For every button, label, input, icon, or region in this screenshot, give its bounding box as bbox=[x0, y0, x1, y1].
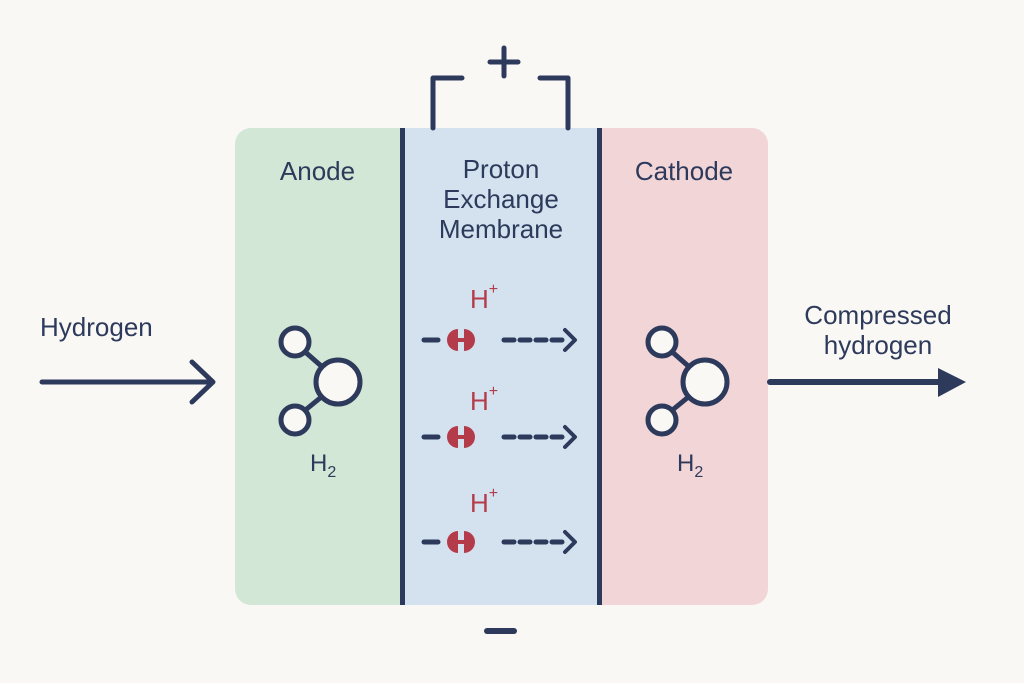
input-arrow-icon bbox=[39, 359, 216, 405]
circuit-wire bbox=[430, 75, 571, 131]
proton-transport-row bbox=[421, 530, 577, 554]
proton-label: H+ bbox=[470, 383, 499, 417]
membrane-label-line: Exchange bbox=[443, 184, 559, 214]
proton-charge: + bbox=[488, 485, 499, 503]
proton-symbol: H bbox=[470, 386, 489, 416]
membrane-region bbox=[402, 128, 600, 605]
molecule-symbol: H bbox=[310, 450, 328, 477]
cathode-h2-molecule-icon bbox=[645, 325, 730, 437]
output-arrowhead-icon bbox=[938, 368, 966, 397]
proton-charge: + bbox=[488, 281, 499, 299]
proton-transport-row bbox=[421, 425, 577, 449]
proton-bar-icon bbox=[456, 435, 466, 439]
membrane-label: Proton Exchange Membrane bbox=[402, 154, 600, 244]
cathode-region bbox=[600, 128, 768, 605]
cathode-molecule-label: H2 bbox=[677, 450, 703, 482]
molecule-symbol: H bbox=[677, 450, 695, 477]
membrane-label-line: Membrane bbox=[438, 214, 564, 244]
proton-transport-row bbox=[421, 328, 577, 352]
proton-bar-icon bbox=[456, 338, 466, 342]
proton-left-half-icon bbox=[447, 426, 458, 448]
proton-left-half-icon bbox=[447, 531, 458, 553]
cathode-label: Cathode bbox=[634, 156, 734, 186]
proton-bar-icon bbox=[456, 540, 466, 544]
proton-charge: + bbox=[488, 383, 499, 401]
output-label-line: Compressed bbox=[804, 300, 952, 330]
anode-molecule-label: H2 bbox=[310, 450, 336, 482]
dashed-arrow-head-icon bbox=[563, 425, 577, 449]
output-label-line: hydrogen bbox=[823, 330, 933, 360]
proton-right-half-icon bbox=[464, 329, 475, 351]
proton-symbol: H bbox=[470, 284, 489, 314]
input-label: Hydrogen bbox=[40, 312, 153, 342]
anode-h2-molecule-icon bbox=[278, 325, 363, 437]
anode-label: Anode bbox=[279, 156, 356, 186]
membrane-cathode-divider bbox=[597, 128, 602, 605]
output-label: Compressed hydrogen bbox=[772, 300, 984, 360]
proton-symbol: H bbox=[470, 488, 489, 518]
proton-right-half-icon bbox=[464, 531, 475, 553]
positive-terminal-icon bbox=[487, 45, 521, 79]
dashed-arrow-head-icon bbox=[563, 328, 577, 352]
proton-left-half-icon bbox=[447, 329, 458, 351]
anode-membrane-divider bbox=[400, 128, 405, 605]
proton-label: H+ bbox=[470, 281, 499, 315]
proton-label: H+ bbox=[470, 485, 499, 519]
molecule-subscript: 2 bbox=[327, 463, 337, 481]
proton-right-half-icon bbox=[464, 426, 475, 448]
dashed-arrow-head-icon bbox=[563, 530, 577, 554]
molecule-subscript: 2 bbox=[694, 463, 704, 481]
membrane-label-line: Proton bbox=[462, 154, 540, 184]
